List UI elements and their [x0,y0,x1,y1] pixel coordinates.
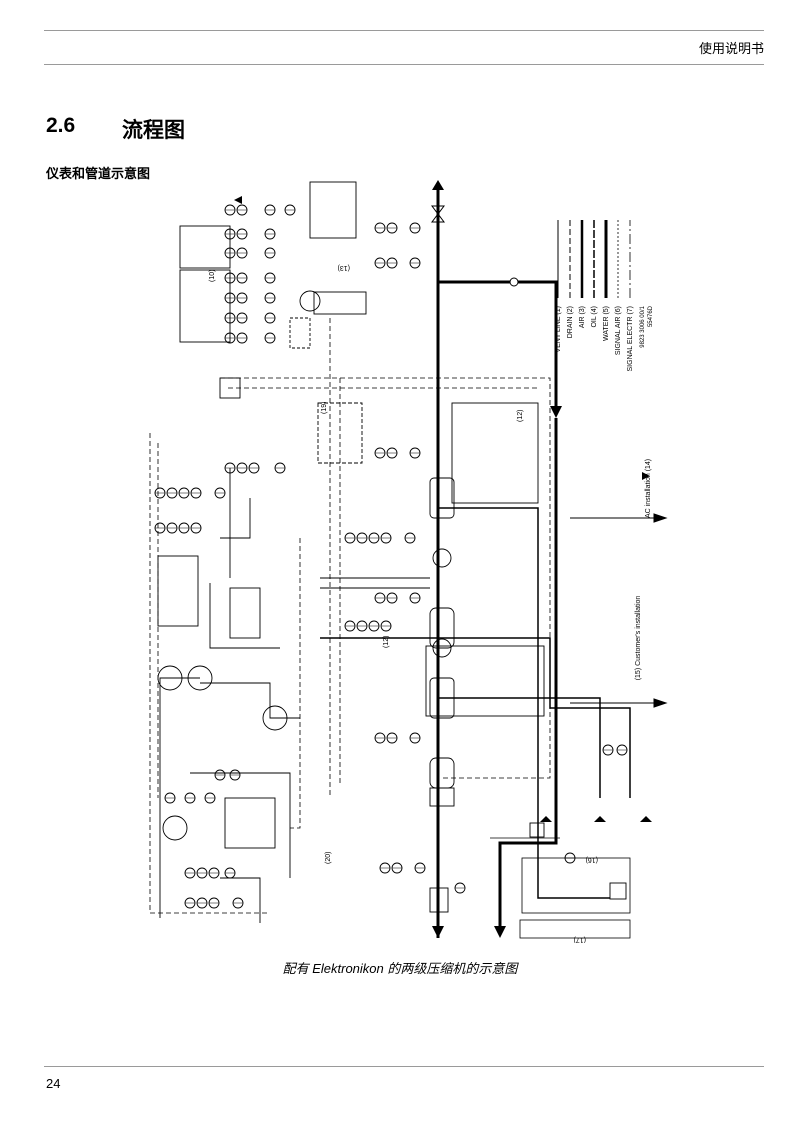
label-17: (17) [574,936,586,943]
label-19: (19) [321,402,328,414]
label-customer-installation: (15) Customer's installation [635,596,642,681]
return-line [438,277,562,938]
legend-item-3: AIR (3) [579,306,586,328]
equipment [157,181,627,913]
legend-item-6: SIGNAL AIR (6) [615,306,622,355]
legend-item-1: VENT LINE (1) [555,306,562,353]
legend-item-5: WATER (5) [603,306,610,341]
header-title: 使用说明书 [698,41,764,56]
page-number: 24 [46,1076,61,1091]
section-title: 流程图 [122,119,185,142]
main-air-line [431,180,445,938]
markers [234,196,652,822]
label-12b: (12) [383,636,390,648]
header-rule-bottom [44,64,764,65]
label-16: (16) [586,856,598,863]
label-10: (10) [209,270,216,282]
legend-item-7: SIGNAL ELECTR (7) [627,306,634,371]
oil-lines [149,318,551,914]
legend-item-2: DRAIN (2) [567,306,574,338]
flow-diagram: VENT LINE (1) DRAIN (2) AIR (3) OIL (4) … [130,178,670,943]
legend: VENT LINE (1) DRAIN (2) AIR (3) OIL (4) … [555,220,654,371]
subheading: 仪表和管道示意图 [46,166,151,181]
header-rule-top [44,30,764,31]
piping-left [159,468,430,923]
legend-item-4: OIL (4) [591,306,598,328]
label-12a: (12) [517,410,524,422]
legend-reference: 9823 3006 00/1 [640,305,646,347]
legend-code: 55476D [648,305,654,327]
label-13: (13) [338,264,350,271]
figure-caption: 配有 Elektronikon 的两级压缩机的示意图 [282,961,518,976]
water-lines [320,507,668,899]
customer-installation-box [490,837,631,939]
footer-rule [44,1066,764,1067]
label-20: (20) [325,852,332,864]
label-ac-installation: AC installation (14) [645,459,652,518]
section-number: 2.6 [46,114,76,137]
